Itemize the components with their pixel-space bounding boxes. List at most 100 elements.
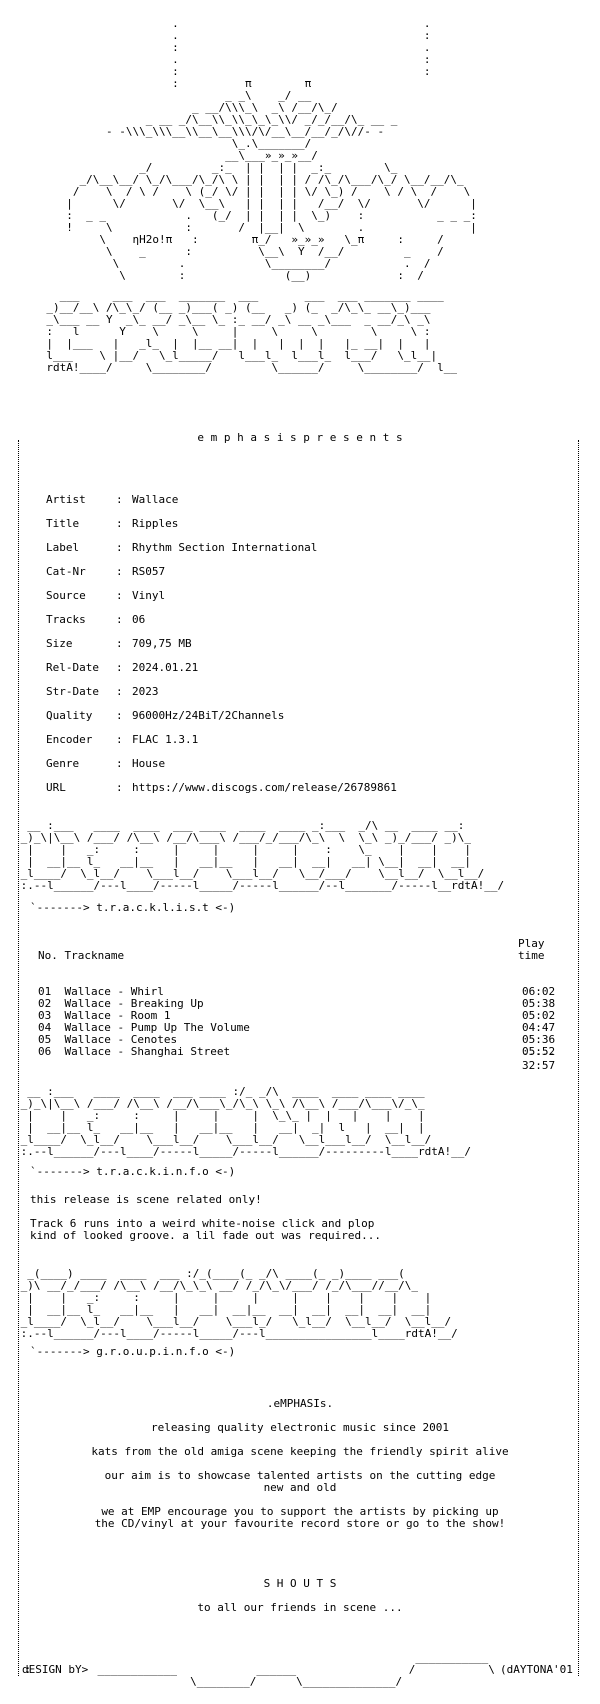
- info-value: 2023: [132, 685, 159, 698]
- info-separator: :: [116, 613, 123, 626]
- ascii-emphasis-logo: ___ ___ ___ _______ ___ ___ ___ _______ …: [46, 289, 457, 374]
- info-value: 06: [132, 613, 146, 626]
- trackinfo-section-title: `-------> t.r.a.c.k.i.n.f.o <-): [30, 1165, 236, 1178]
- info-separator: :: [116, 493, 123, 506]
- track-number: 05: [38, 1033, 52, 1046]
- info-key: Quality: [46, 709, 93, 722]
- trackinfo-line-3: kind of looked groove. a lil fade out wa…: [30, 1229, 381, 1242]
- info-key: Cat-Nr: [46, 565, 86, 578]
- info-value: Wallace: [132, 493, 179, 506]
- total-time: 32:57: [522, 1059, 556, 1072]
- trackinfo-line-1: this release is scene related only!: [30, 1193, 262, 1206]
- total-rule: -----: [522, 1047, 556, 1060]
- info-value: Rhythm Section International: [132, 541, 318, 554]
- info-row-source: Source: Vinyl: [46, 584, 397, 608]
- info-separator: :: [116, 589, 123, 602]
- info-separator: :: [116, 541, 123, 554]
- track-row: 04 Wallace - Pump Up The Volume 04:47: [38, 1022, 558, 1034]
- info-row-rel-date: Rel-Date:2024.01.21: [46, 656, 397, 680]
- track-name: Wallace - Pump Up The Volume: [64, 1021, 250, 1034]
- group-info-line-6: the CD/vinyl at your favourite record st…: [94, 1517, 506, 1530]
- track-row: 06 Wallace - Shanghai Street 05:52: [38, 1046, 558, 1058]
- track-name: Wallace - Whirl: [64, 985, 164, 998]
- track-name: Wallace - Room 1: [64, 1009, 171, 1022]
- column-header-no: No.: [38, 949, 58, 962]
- tracklist-section-title: `-------> t.r.a.c.k.l.i.s.t <-): [30, 901, 236, 914]
- group-info-line-1: releasing quality electronic music since…: [150, 1421, 449, 1434]
- info-key: Size: [46, 637, 73, 650]
- groupinfo-section-title: `-------> g.r.o.u.p.i.n.f.o <-): [30, 1345, 236, 1358]
- info-row-catnr: Cat-Nr: RS057: [46, 560, 397, 584]
- info-key: Source: [46, 589, 86, 602]
- info-key: Label: [46, 541, 80, 554]
- ascii-footer-art: ___________ : ____________ ______ / \ \_…: [24, 1651, 495, 1688]
- designer-name: (dAYTONA'01: [500, 1663, 573, 1676]
- info-key: Genre: [46, 757, 80, 770]
- track-time: 05:52: [522, 1045, 556, 1058]
- info-key: Tracks: [46, 613, 86, 626]
- ascii-banner-groupinfo: _(____) ____ ____ ___ :/_(____(_ _/\ ___…: [20, 1267, 458, 1340]
- track-number: 01: [38, 985, 52, 998]
- info-row-url[interactable]: URL: https://www.discogs.com/release/2678…: [46, 776, 397, 800]
- info-value: Vinyl: [132, 589, 166, 602]
- group-info-line-4: new and old: [263, 1481, 337, 1494]
- info-separator: :: [116, 661, 123, 674]
- ascii-logo-art: . . . : : . .: [66, 17, 477, 282]
- column-header-trackname: Trackname: [64, 949, 125, 962]
- info-separator: :: [116, 685, 123, 698]
- design-by-label: dESIGN bY>: [22, 1663, 89, 1676]
- info-row-title: Title: Ripples: [46, 512, 397, 536]
- info-row-encoder: Encoder:FLAC 1.3.1: [46, 728, 397, 752]
- info-separator: :: [116, 565, 123, 578]
- info-row-genre: Genre: House: [46, 752, 397, 776]
- info-row-tracks: Tracks:06: [46, 608, 397, 632]
- ascii-banner-tracklist: __ :___ ____ ____ ___ ____ ____ ____ _:_…: [20, 819, 505, 892]
- group-info-line-2: kats from the old amiga scene keeping th…: [91, 1445, 509, 1458]
- info-key: URL: [46, 781, 66, 794]
- group-info-line-5: we at EMP encourage you to support the a…: [101, 1505, 499, 1518]
- info-separator: :: [116, 709, 123, 722]
- frame-right-border: [578, 440, 581, 1676]
- track-name: Wallace - Cenotes: [64, 1033, 178, 1046]
- track-time: 05:02: [522, 1009, 556, 1022]
- track-row: 02 Wallace - Breaking Up 05:38: [38, 998, 558, 1010]
- track-time: 04:47: [522, 1021, 556, 1034]
- info-value: RS057: [132, 565, 166, 578]
- discogs-link[interactable]: https://www.discogs.com/release/26789861: [132, 781, 397, 794]
- info-separator: :: [116, 757, 123, 770]
- info-separator: :: [116, 733, 123, 746]
- column-header-play: Play: [518, 937, 545, 950]
- release-info-table: Artist:Wallace Title:Ripples Label:Rhyth…: [46, 488, 397, 800]
- info-value: House: [132, 757, 166, 770]
- column-header-time-label: time: [518, 949, 545, 962]
- track-time: 05:38: [522, 997, 556, 1010]
- info-key: Title: [46, 517, 80, 530]
- group-info-line-3: our aim is to showcase talented artists …: [104, 1469, 496, 1482]
- ascii-banner-trackinfo: __ :___ ____ ____ ___ ____ :/_ _/\ ____ …: [20, 1085, 471, 1158]
- track-name: Wallace - Shanghai Street: [64, 1045, 231, 1058]
- track-number: 03: [38, 1009, 52, 1022]
- track-name: Wallace - Breaking Up: [64, 997, 204, 1010]
- info-row-quality: Quality:96000Hz/24BiT/2Channels: [46, 704, 397, 728]
- track-number: 02: [38, 997, 52, 1010]
- info-separator: :: [116, 517, 123, 530]
- group-name: .eMPHASIs.: [266, 1397, 334, 1410]
- track-number: 04: [38, 1021, 52, 1034]
- info-row-str-date: Str-Date:2023: [46, 680, 397, 704]
- track-time: 06:02: [522, 985, 556, 998]
- info-separator: :: [116, 781, 123, 794]
- trackinfo-line-2: Track 6 runs into a weird white-noise cl…: [30, 1217, 375, 1230]
- info-row-size: Size:709,75 MB: [46, 632, 397, 656]
- info-value: FLAC 1.3.1: [132, 733, 199, 746]
- info-key: Str-Date: [46, 685, 99, 698]
- shouts-line: to all our friends in scene ...: [197, 1601, 403, 1614]
- track-row: 01 Wallace - Whirl 06:02: [38, 986, 558, 998]
- track-number: 06: [38, 1045, 52, 1058]
- info-value: Ripples: [132, 517, 179, 530]
- track-row: 03 Wallace - Room 1 05:02: [38, 1010, 558, 1022]
- tracklist-rows: 01 Wallace - Whirl 06:02 02 Wallace - Bre…: [38, 986, 558, 1058]
- info-row-artist: Artist:Wallace: [46, 488, 397, 512]
